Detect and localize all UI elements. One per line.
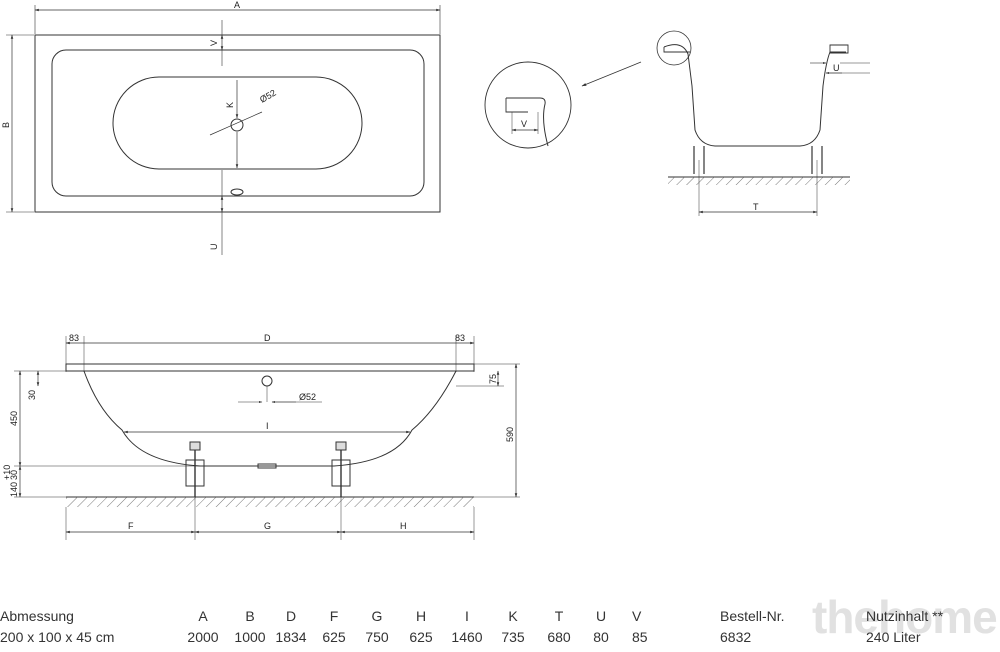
side-view-rim (65, 363, 475, 372)
header-K: K (508, 607, 518, 624)
label-140: 140 (9, 482, 19, 497)
technical-drawing: A B V K Ø52 U V U T (1, 0, 870, 540)
header-H: H (415, 607, 427, 624)
label-F: F (128, 521, 134, 531)
cell-U: 80 (593, 628, 609, 645)
header-U: U (595, 607, 607, 624)
label-I: I (266, 421, 269, 431)
rim-detail (484, 30, 692, 149)
cell-nutzinhalt: 240 Liter (866, 628, 921, 645)
cell-I: 1460 (451, 628, 483, 645)
label-590: 590 (505, 427, 515, 442)
label-V-top: V (209, 40, 219, 46)
header-V: V (632, 607, 642, 624)
watermark: thehome (812, 591, 998, 643)
cell-G: 750 (365, 628, 389, 645)
top-view-inner-rim (51, 49, 425, 197)
side-view-overflow (261, 375, 273, 387)
label-30-bottom: 30 (9, 470, 19, 480)
top-view-basin (112, 76, 363, 170)
label-K: K (225, 102, 235, 108)
label-83-right: 83 (455, 333, 465, 343)
label-U-top: U (209, 244, 219, 251)
label-D: D (264, 333, 271, 343)
header-G: G (371, 607, 383, 624)
header-A: A (198, 607, 208, 624)
header-nutzinhalt: Nutzinhalt ** (866, 607, 944, 624)
cross-section-tub (663, 44, 846, 147)
cell-bestell-nr: 6832 (720, 628, 752, 645)
top-view (6, 5, 441, 255)
label-A: A (234, 0, 240, 10)
cell-F: 625 (322, 628, 346, 645)
cell-H: 625 (409, 628, 433, 645)
top-view-drain (230, 118, 244, 132)
cell-T: 680 (547, 628, 571, 645)
top-view-outer-rim (34, 34, 441, 213)
top-view-overflow (230, 188, 244, 196)
header-I: I (465, 607, 469, 624)
header-bestell-nr: Bestell-Nr. (720, 607, 785, 624)
label-B: B (1, 122, 11, 128)
label-30-top: 30 (27, 390, 37, 400)
cell-A: 2000 (187, 628, 219, 645)
header-T: T (554, 607, 564, 624)
spec-table-data-row: 200 x 100 x 45 cm 2000 1000 1834 625 750… (0, 626, 943, 647)
cell-D: 1834 (275, 628, 307, 645)
label-G: G (264, 521, 271, 531)
label-H: H (400, 521, 407, 531)
cross-section (663, 44, 870, 216)
label-T: T (753, 202, 759, 212)
label-plus10: +10 (2, 465, 12, 480)
label-75: 75 (488, 374, 498, 384)
label-83-left: 83 (69, 333, 79, 343)
label-V-detail: V (521, 119, 527, 129)
label-U-section: U (833, 63, 840, 73)
header-F: F (329, 607, 339, 624)
spec-table: Abmessung A B D F G H I K T U V Bestell-… (0, 605, 943, 647)
label-diameter-side: Ø52 (299, 392, 316, 402)
side-view-tub-body (83, 370, 457, 467)
header-D: D (285, 607, 297, 624)
header-B: B (245, 607, 255, 624)
side-view (14, 336, 520, 540)
cell-V: 85 (632, 628, 648, 645)
cell-B: 1000 (234, 628, 266, 645)
cell-abmessung: 200 x 100 x 45 cm (0, 628, 115, 645)
label-diameter-top: Ø52 (258, 88, 278, 105)
label-450: 450 (9, 411, 19, 426)
header-abmessung: Abmessung (0, 607, 74, 624)
cell-K: 735 (501, 628, 525, 645)
spec-table-header-row: Abmessung A B D F G H I K T U V Bestell-… (0, 605, 943, 626)
